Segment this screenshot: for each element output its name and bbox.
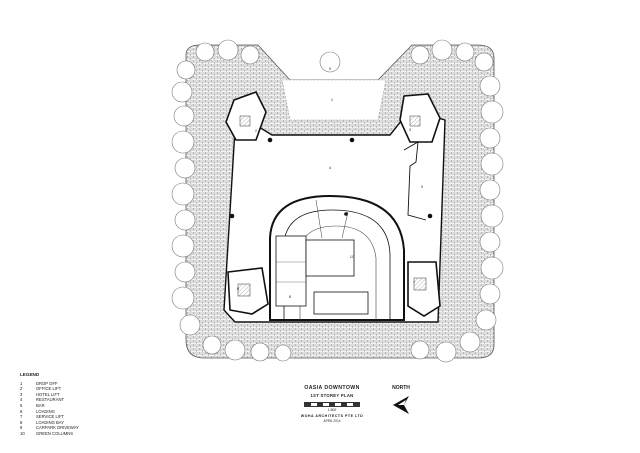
drawing-date: APRIL 2014 <box>323 419 341 423</box>
legend-item-number: 7 <box>20 414 23 420</box>
scale-bar <box>304 402 360 407</box>
legend-item: 6 LOADING <box>20 409 79 415</box>
columns <box>229 137 433 219</box>
legend-item: 7 SERVICE LIFT <box>20 414 79 420</box>
north-label: NORTH <box>392 385 410 391</box>
legend-item-number: 5 <box>20 402 23 408</box>
legend-item-text: OFFICE LIFT <box>36 386 62 392</box>
legend-item-number: 1 <box>20 380 23 386</box>
legend-item-text: SERVICE LIFT <box>36 414 65 420</box>
core-top-left <box>225 91 267 141</box>
central-core <box>269 194 405 321</box>
legend-item-text: LOADING BAY <box>36 419 65 425</box>
core-bottom-left <box>227 267 269 315</box>
legend-item-text: LOADING <box>36 408 55 414</box>
scale-text: 1:500 <box>327 408 337 412</box>
legend-item-text: RESTAURANT <box>36 397 65 403</box>
legend-item: 5 BAR <box>20 403 79 409</box>
plan-label-8: 8 <box>289 294 292 299</box>
plan-label-2: 2 <box>255 128 258 133</box>
plan-label-6: 6 <box>237 286 240 291</box>
legend-item-number: 9 <box>20 425 23 431</box>
drop-off-canopy <box>281 79 387 121</box>
legend-item: 1 DROP OFF <box>20 381 79 387</box>
plan-label-4: 4 <box>329 165 332 170</box>
legend-item-text: CARPARK DRIVEWAY <box>36 425 79 431</box>
core-top-right <box>399 93 441 143</box>
legend-item: 3 HOTEL LIFT <box>20 392 79 398</box>
legend-item-text: DROP OFF <box>36 380 58 386</box>
legend-item: 4 RESTAURANT <box>20 397 79 403</box>
plan-label-3: 3 <box>409 127 412 132</box>
legend-item-text: BAR <box>36 402 45 408</box>
tree-canopies <box>171 39 504 363</box>
legend-item-number: 6 <box>20 408 23 414</box>
restaurant-wall <box>403 141 427 221</box>
legend-item-text: HOTEL LIFT <box>36 391 60 397</box>
legend-item-number: 2 <box>20 386 23 392</box>
legend-item-text: GREEN COLUMNS <box>36 430 73 436</box>
legend-item-number: 4 <box>20 397 23 403</box>
legend-item: 9 CARPARK DRIVEWAY <box>20 425 79 431</box>
plan-label-7: 7 <box>413 280 416 285</box>
core-bottom-right <box>407 261 441 317</box>
north-arrow-icon <box>393 396 409 414</box>
plan-label-10: 10 <box>350 254 355 259</box>
legend-item-number: 3 <box>20 391 23 397</box>
firm-name: WOHA ARCHITECTS PTE LTD <box>300 414 364 418</box>
legend-item-number: 8 <box>20 419 23 425</box>
legend-item: 2 OFFICE LIFT <box>20 386 79 392</box>
plan-label-9: 9 <box>329 66 332 71</box>
legend-item-number: 10 <box>20 430 25 436</box>
plan-label-5: 5 <box>421 184 424 189</box>
legend-title: LEGEND <box>20 372 40 377</box>
sheet-title: 1ST STOREY PLAN <box>310 393 354 398</box>
title-block: OASIA DOWNTOWN 1ST STOREY PLAN 1:500 WOH… <box>291 385 373 423</box>
project-title: OASIA DOWNTOWN <box>304 385 360 391</box>
plan-label-1: 1 <box>331 97 334 102</box>
north-arrow: NORTH <box>386 385 416 417</box>
legend-item: 8 LOADING BAY <box>20 420 79 426</box>
legend-item: 10 GREEN COLUMNS <box>20 431 79 437</box>
